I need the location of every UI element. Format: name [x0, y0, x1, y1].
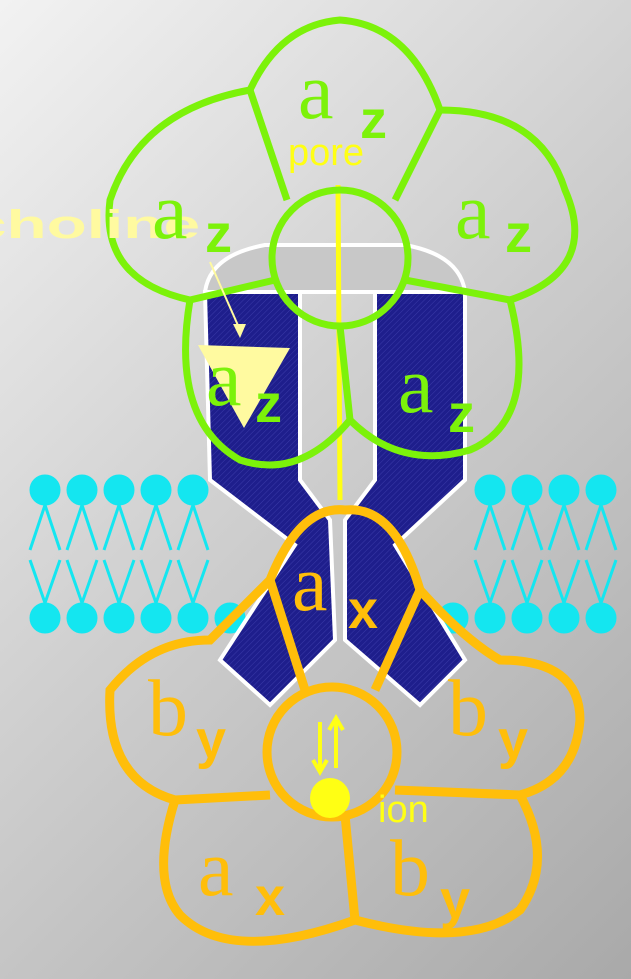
beta-y-right-sub: y	[498, 710, 528, 770]
membrane-right	[438, 475, 616, 633]
alpha-x-bottom-sub: x	[255, 867, 285, 927]
alpha-z-lower-left-letter: a	[206, 335, 242, 423]
alpha-z-lower-right-sub: z	[448, 384, 475, 444]
beta-y-bottom-letter: b	[390, 825, 430, 913]
beta-y-left-sub: y	[196, 710, 226, 770]
alpha-z-left-letter: a	[152, 168, 188, 256]
alpha-x-top-sub: x	[348, 580, 378, 640]
alpha-z-right: a z	[455, 168, 532, 264]
alpha-z-top-sub: z	[360, 90, 387, 150]
ion-particle	[310, 778, 350, 818]
pore-label: pore	[288, 132, 364, 174]
beta-y-right: b y	[448, 665, 528, 770]
alpha-z-lower-left-sub: z	[255, 374, 282, 434]
membrane-left	[30, 475, 245, 633]
beta-y-bottom-sub: y	[440, 870, 470, 930]
ion-flow-arrows-icon	[313, 718, 343, 772]
alpha-x-top-letter: a	[292, 540, 328, 628]
alpha-z-top-letter: a	[298, 48, 334, 136]
alpha-z-right-sub: z	[505, 204, 532, 264]
beta-y-right-letter: b	[448, 665, 488, 753]
alpha-z-left-sub: z	[205, 204, 232, 264]
beta-y-bottom: b y	[390, 825, 470, 930]
alpha-z-lower-right-letter: a	[398, 342, 434, 430]
beta-y-left-letter: b	[148, 665, 188, 753]
alpha-x-bottom-letter: a	[198, 825, 234, 913]
beta-y-left: b y	[148, 665, 226, 770]
channel-subunits	[205, 245, 465, 705]
alpha-x-bottom: a x	[198, 825, 285, 927]
alpha-z-right-letter: a	[455, 168, 491, 256]
